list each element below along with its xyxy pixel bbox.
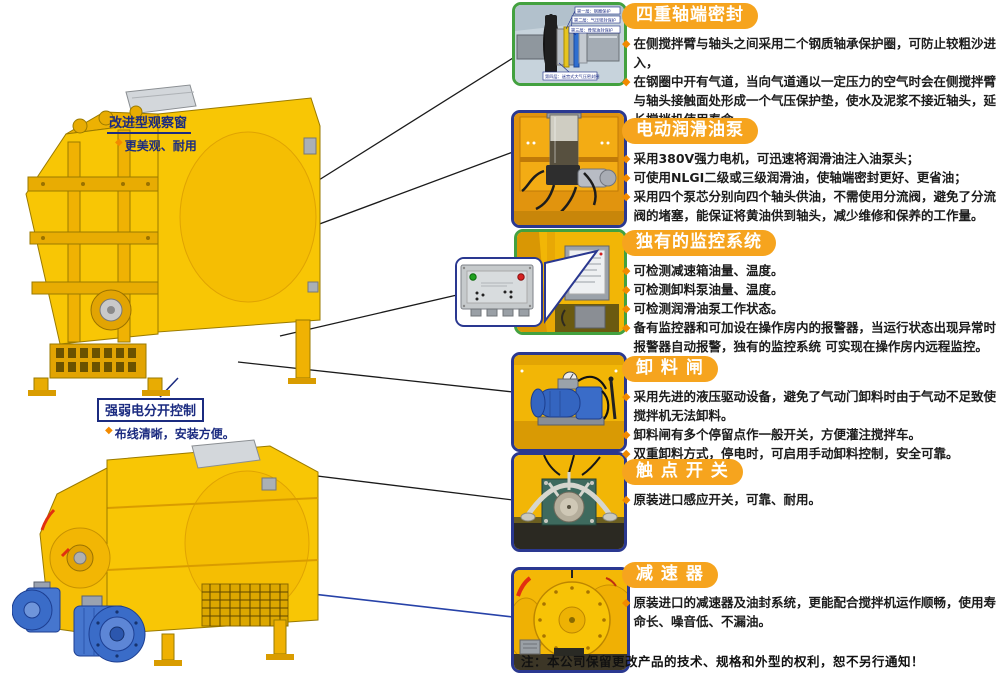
section-title: 独有的监控系统 bbox=[622, 230, 776, 256]
callout-observation-window: 改进型观察窗 ◆ 更美观、耐用 bbox=[107, 112, 197, 154]
diamond-bullet-icon: ◆ bbox=[622, 152, 631, 165]
diamond-bullet-icon: ◆ bbox=[622, 190, 631, 203]
footer-note: 注：本公司保留更改产品的技术、规格和外型的权利，恕不另行通知！ bbox=[521, 654, 925, 669]
photo-discharge-gate bbox=[511, 352, 627, 452]
photo-shaft-seal: 第一层：钢圈保护 第二层：气压密封保护 第三层：骨架油封保护 第四层：迷宫式大气… bbox=[512, 2, 627, 86]
section-discharge-gate: 卸 料 闸 ◆采用先进的液压驱动设备，避免了气动门卸料时由于气动不足致使搅拌机无… bbox=[622, 356, 996, 463]
seal-layer-label: 第三层：骨架油封保护 bbox=[571, 26, 613, 33]
seal-layer-label: 第四层：迷宫式大气压密封圈 bbox=[545, 73, 599, 80]
feature-text: 在侧搅拌臂与轴头之间采用二个钢质轴承保护圈，可防止较粗沙进入， bbox=[633, 36, 996, 70]
section-shaft-seal: 四重轴端密封 ◆在侧搅拌臂与轴头之间采用二个钢质轴承保护圈，可防止较粗沙进入， … bbox=[622, 3, 996, 129]
section-contact-switch: 触 点 开 关 ◆原装进口感应开关，可靠、耐用。 bbox=[622, 459, 996, 509]
diamond-bullet-icon: ◆ bbox=[115, 137, 123, 148]
section-title: 减 速 器 bbox=[622, 562, 718, 588]
feature-text: 原装进口感应开关，可靠、耐用。 bbox=[633, 492, 821, 507]
feature-text: 双重卸料方式，停电时，可启用手动卸料控制，安全可靠。 bbox=[633, 446, 959, 461]
diamond-bullet-icon: ◆ bbox=[622, 283, 631, 296]
photo-reducer bbox=[511, 567, 630, 673]
feature-text: 可使用NLGI二级或三级润滑油，使轴端密封更好、更省油； bbox=[633, 170, 967, 185]
feature-text: 卸料闸有多个停留点作一般开关，方便灌注搅拌车。 bbox=[633, 427, 921, 442]
callout-title: 改进型观察窗 bbox=[107, 112, 192, 134]
diamond-bullet-icon: ◆ bbox=[622, 321, 631, 334]
feature-text: 采用380V强力电机，可迅速将润滑油注入油泵头； bbox=[633, 151, 920, 166]
diamond-bullet-icon: ◆ bbox=[622, 264, 631, 277]
section-lubrication-pump: 电动润滑油泵 ◆采用380V强力电机，可迅速将润滑油注入油泵头； ◆可使用NLG… bbox=[622, 118, 996, 225]
magnifier-wedge bbox=[544, 249, 600, 325]
diamond-bullet-icon: ◆ bbox=[105, 425, 113, 436]
callout-subtext: 更美观、耐用 bbox=[124, 139, 197, 153]
diamond-bullet-icon: ◆ bbox=[622, 171, 631, 184]
section-title: 触 点 开 关 bbox=[622, 459, 743, 485]
section-title: 电动润滑油泵 bbox=[622, 118, 758, 144]
mixer-illustration-bottom bbox=[12, 439, 319, 666]
feature-text: 采用四个泵芯分别向四个轴头供油，不需使用分流阀，避免了分流阀的堵塞，能保证将黄油… bbox=[633, 189, 996, 223]
diamond-bullet-icon: ◆ bbox=[622, 75, 631, 88]
diamond-bullet-icon: ◆ bbox=[622, 302, 631, 315]
section-monitoring-system: 独有的监控系统 ◆可检测减速箱油量、温度。 ◆可检测卸料泵油量、温度。 ◆可检测… bbox=[622, 230, 996, 356]
diamond-bullet-icon: ◆ bbox=[622, 493, 631, 506]
diamond-bullet-icon: ◆ bbox=[622, 447, 631, 460]
seal-layer-label: 第二层：气压密封保护 bbox=[574, 16, 616, 23]
photo-monitoring-control-box bbox=[455, 257, 543, 327]
section-title: 四重轴端密封 bbox=[622, 3, 758, 29]
section-title: 卸 料 闸 bbox=[622, 356, 718, 382]
photo-contact-switch bbox=[511, 452, 627, 552]
feature-text: 可检测卸料泵油量、温度。 bbox=[633, 282, 784, 297]
callout-electric-control: 强弱电分开控制 ◆ 布线清晰，安装方便。 bbox=[97, 398, 235, 442]
diamond-bullet-icon: ◆ bbox=[622, 596, 631, 609]
callout-subtext: 布线清晰，安装方便。 bbox=[114, 427, 235, 441]
section-reducer: 减 速 器 ◆原装进口的减速器及油封系统，更能配合搅拌机运作顺畅，使用寿命长、噪… bbox=[622, 562, 996, 631]
photo-lubrication-pump bbox=[511, 110, 627, 228]
callout-title: 强弱电分开控制 bbox=[97, 398, 205, 422]
feature-text: 原装进口的减速器及油封系统，更能配合搅拌机运作顺畅，使用寿命长、噪音低、不漏油。 bbox=[633, 595, 996, 629]
feature-text: 可检测减速箱油量、温度。 bbox=[633, 263, 784, 278]
diamond-bullet-icon: ◆ bbox=[622, 390, 631, 403]
diamond-bullet-icon: ◆ bbox=[622, 428, 631, 441]
feature-text: 采用先进的液压驱动设备，避免了气动门卸料时由于气动不足致使搅拌机无法卸料。 bbox=[633, 389, 996, 423]
feature-text: 可检测润滑油泵工作状态。 bbox=[633, 301, 784, 316]
diamond-bullet-icon: ◆ bbox=[622, 37, 631, 50]
feature-text: 备有监控器和可加设在操作房内的报警器，当运行状态出现异常时报警器自动报警，独有的… bbox=[633, 320, 996, 354]
seal-layer-label: 第一层：钢圈保护 bbox=[577, 7, 611, 14]
